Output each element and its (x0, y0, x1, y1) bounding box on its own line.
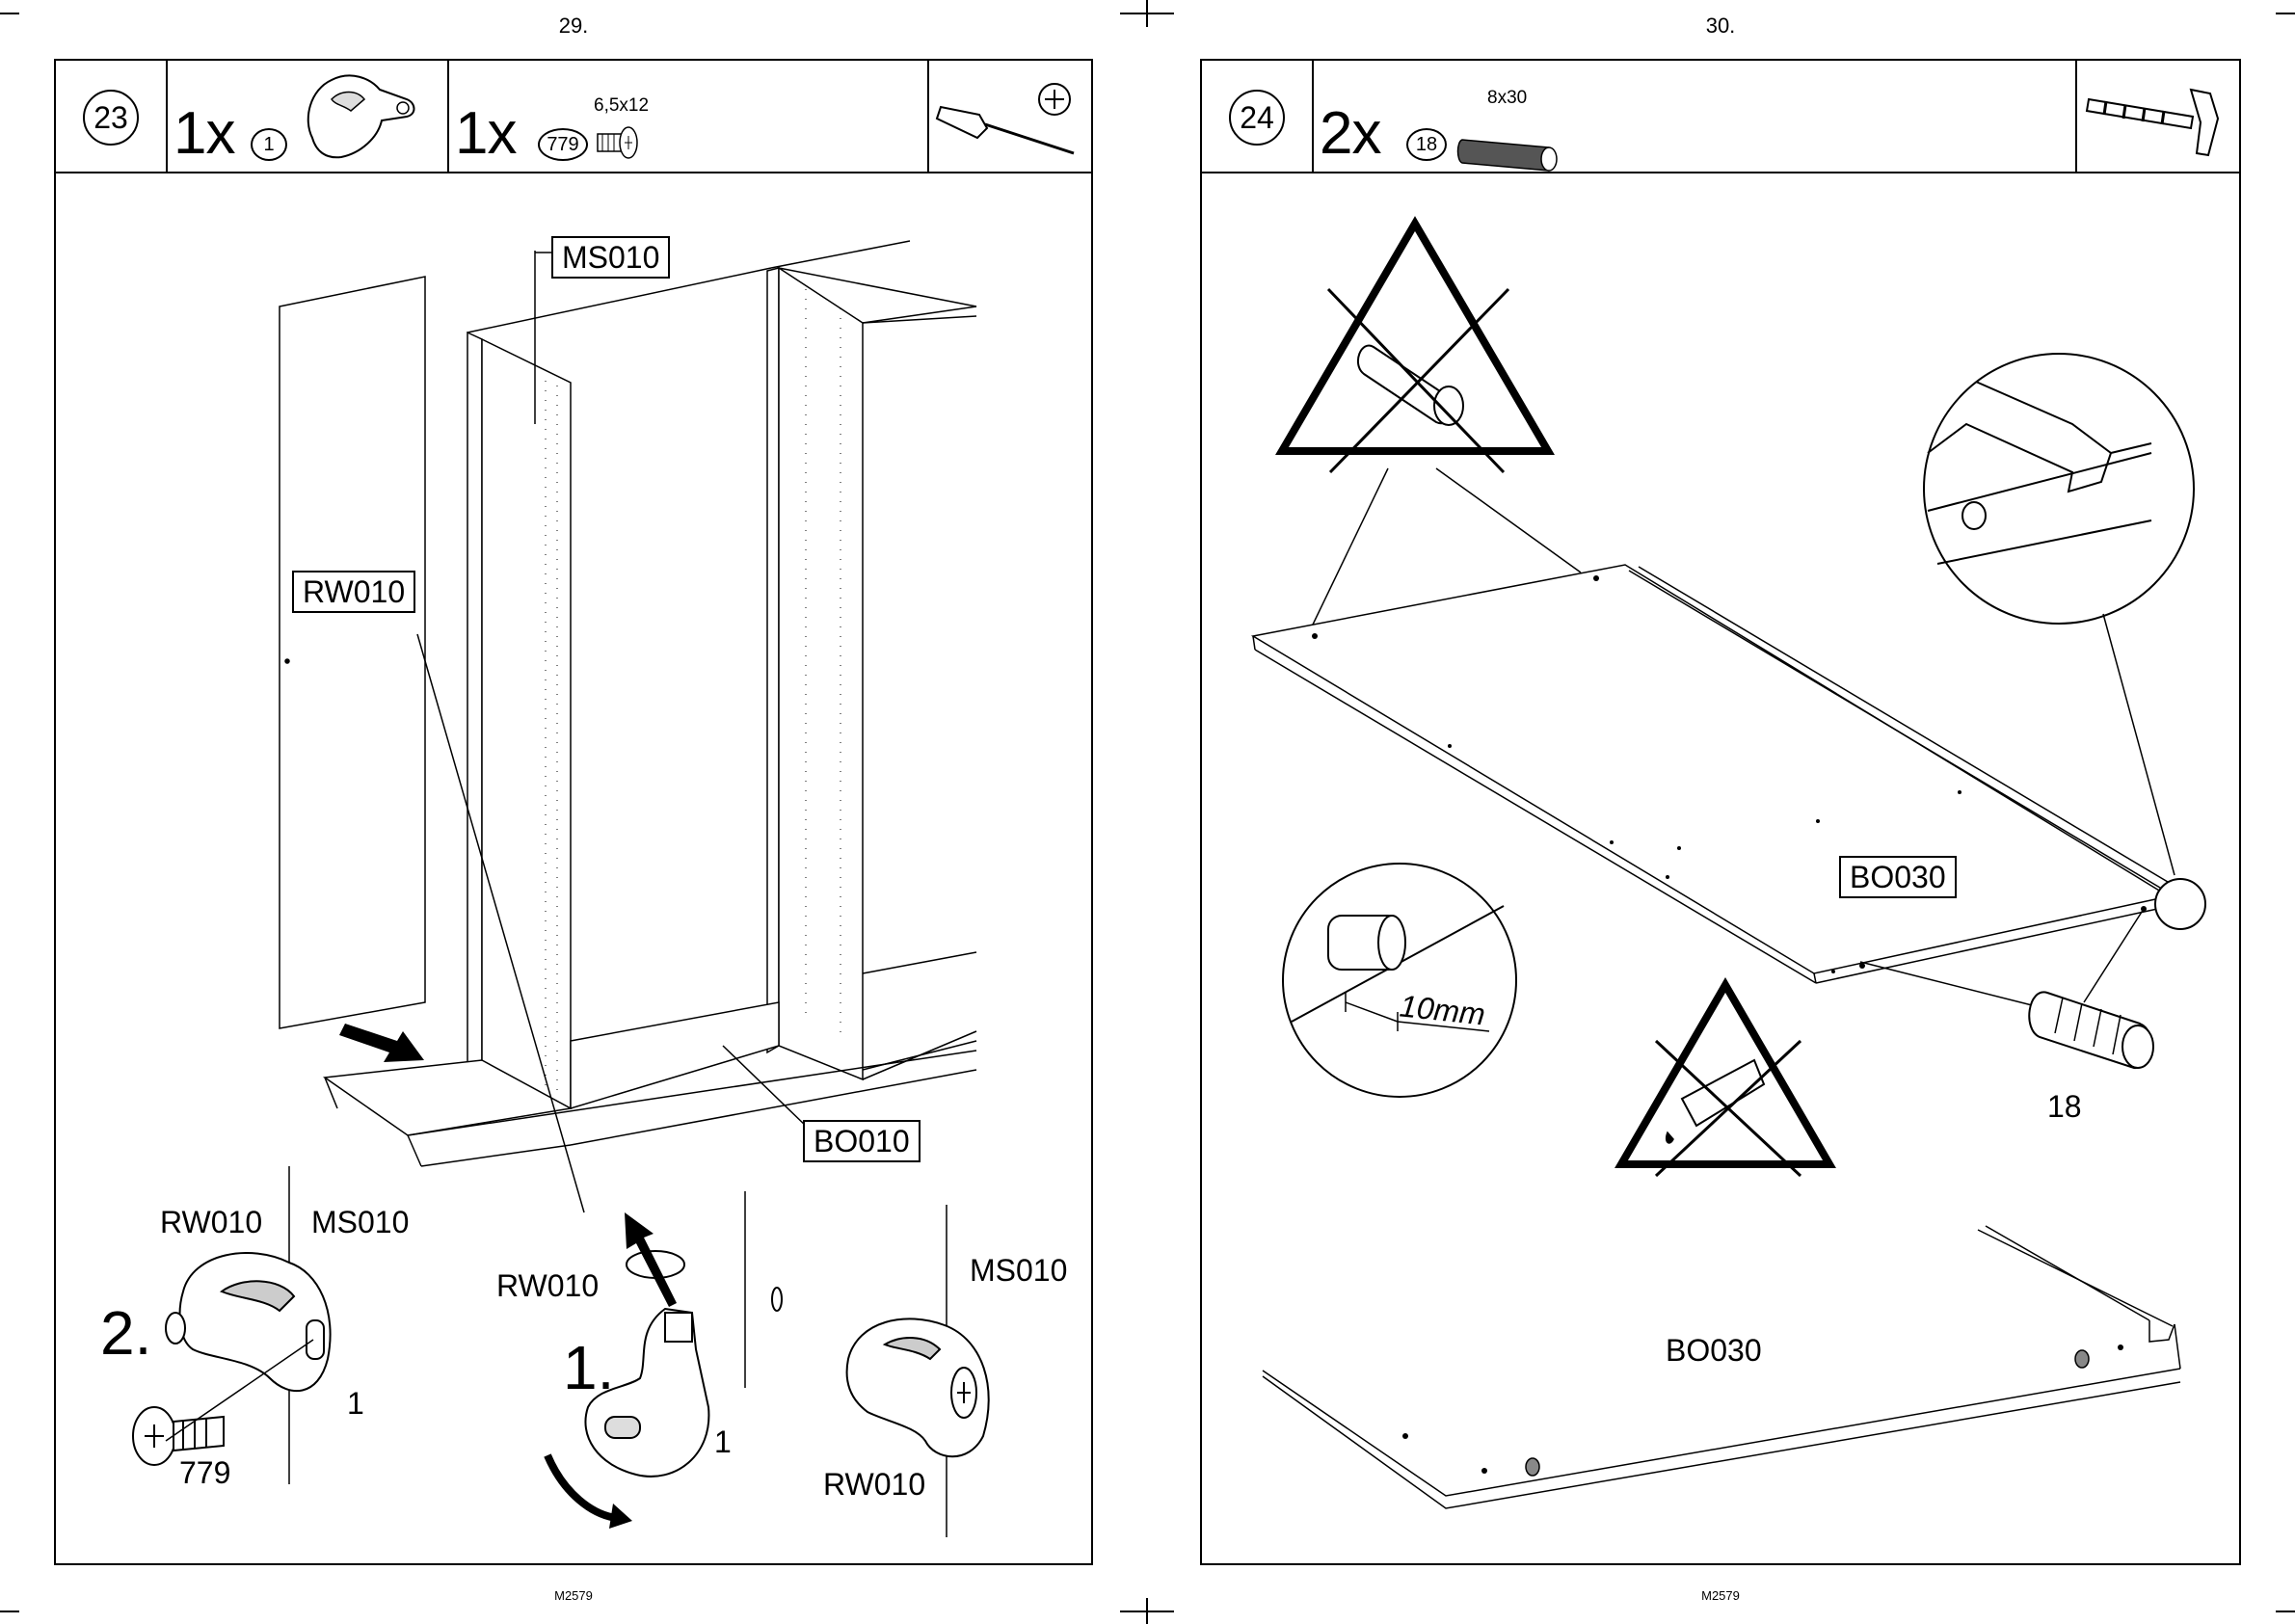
dowel-callout-number: 18 (2047, 1089, 2082, 1125)
label-bo030: BO030 (1839, 856, 1957, 898)
no-dowel-warning-icon (1282, 224, 1548, 451)
label-bo030-plain: BO030 (1666, 1333, 1762, 1369)
